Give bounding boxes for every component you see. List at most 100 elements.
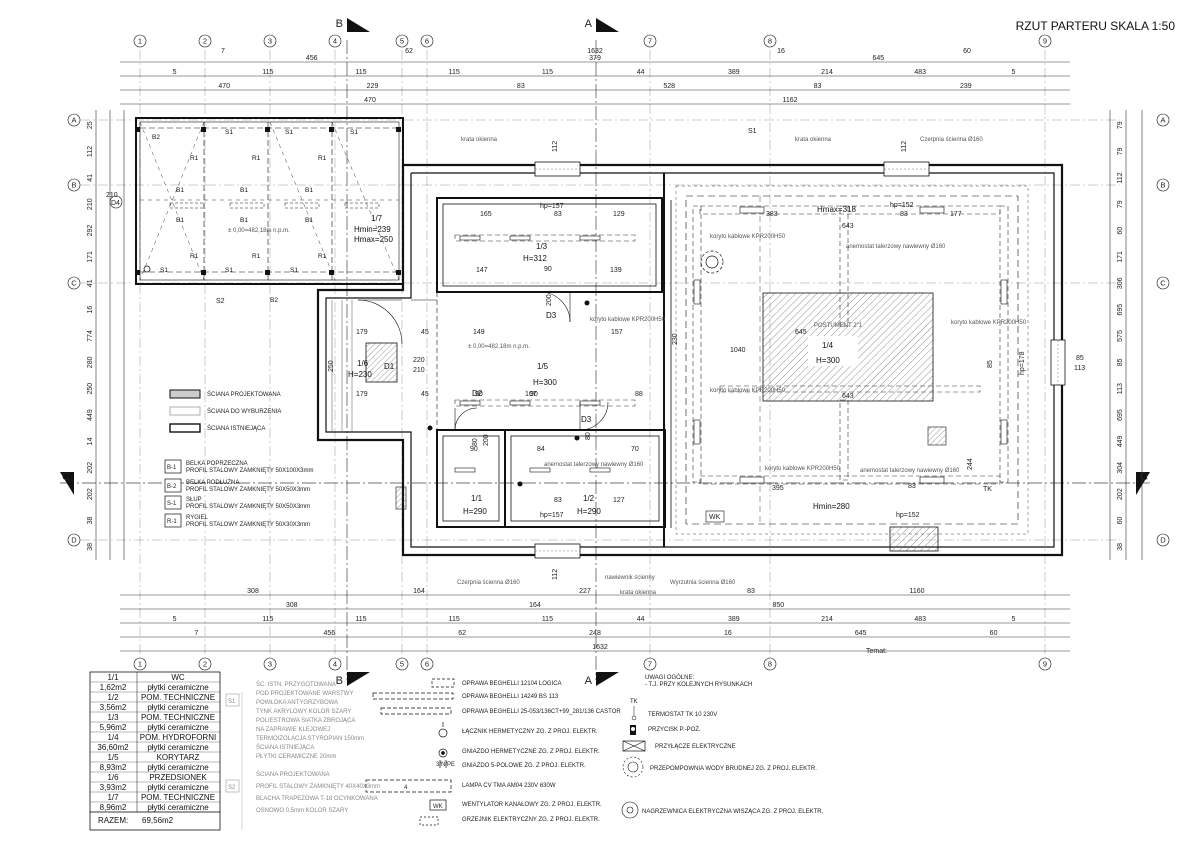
layer-s1-item: ŚCIANA ISTNIEJĄCA [256, 743, 314, 751]
heater-legend-symbol [621, 801, 639, 819]
layer-s2-item: BLACHA TRAPEZOWA T-18 OCYNKOWANA [256, 796, 378, 802]
room-1-4-h: H=300 [816, 356, 840, 365]
dim-210-b: 210 [106, 192, 118, 199]
dim-value: 5 [1011, 616, 1015, 623]
section-a-top: A [585, 18, 593, 30]
dim-value: 575 [1117, 330, 1124, 342]
dim-value: 449 [87, 409, 94, 421]
dim-value: 112 [87, 146, 94, 157]
dim-value: 483 [914, 616, 926, 623]
steel-b2-profile: PROFIL STALOWY ZAMKNIĘTY 50X50X3mm [186, 487, 310, 493]
dim-value: 695 [1117, 409, 1124, 421]
dim-value: 112 [1117, 172, 1124, 183]
grid-col-label: 2 [203, 660, 207, 669]
dim-179-a: 179 [356, 329, 368, 336]
svg-text:R1: R1 [318, 253, 327, 260]
dim-value: 83 [517, 83, 525, 90]
table-row-name: płytki ceramiczne [147, 783, 209, 792]
grid-col-circle [763, 657, 777, 671]
dim-value: 1632 [592, 644, 608, 651]
svg-text:B1: B1 [305, 187, 313, 194]
label-postument: POSTUMENT 2"1 [814, 323, 863, 329]
table-row-left: 1/1 [107, 673, 119, 682]
elec-legend-item: ŁĄCZNIK HERMETYCZNY ZG. Z PROJ. ELEKTR. [462, 729, 598, 735]
table-row-left: 1/6 [107, 773, 119, 782]
grid-col-circle [420, 34, 434, 48]
dim-value: 60 [1117, 516, 1124, 524]
door-d1: D1 [384, 362, 395, 371]
dim-643-top: 643 [842, 223, 854, 230]
dim-220: 220 [413, 357, 425, 364]
dim-value: 229 [367, 83, 379, 90]
hmax-318: Hmax=318 [817, 205, 856, 214]
dim-value: 1162 [782, 97, 797, 104]
dim-80-b: 80 [585, 432, 592, 440]
dim-value: 214 [821, 616, 833, 623]
dim-83-c: 83 [554, 497, 562, 504]
drain-symbols [427, 300, 590, 487]
door-d3-top: D3 [546, 311, 557, 320]
plan-texts: 1/7 Hmin=239 Hmax=250 1/3 H=312 1/6 H=23… [106, 128, 1085, 655]
dim-value: 449 [1117, 435, 1124, 447]
layer-s1-item: TERMOIZOLACJA STYROPIAN 150mm [256, 736, 364, 742]
layer-s2-item: OSNOWO 0,5mm KOLOR SZARY [256, 808, 348, 814]
grid-col-circle [133, 657, 147, 671]
label-wyrzutnia: Wyrzutnia ścienna Ø160 [670, 580, 736, 586]
dim-value: 62 [405, 48, 413, 55]
electric-connection-box [889, 526, 939, 552]
legend-wall-demolish: ŚCIANA DO WYBURZENIA [207, 407, 281, 415]
room-1-7-id: 1/7 [371, 214, 383, 223]
dim-value: 115 [542, 616, 553, 623]
grid-row-label: B [1160, 181, 1165, 190]
steel-b1-name: BELKA POPRZECZNA [186, 461, 248, 467]
dim-value: 308 [247, 588, 259, 595]
dim-85-right: 85 [1076, 355, 1084, 362]
label-krata-bottom: krata okienna [620, 590, 657, 596]
dim-200-a: 200 [546, 294, 553, 306]
door-d3-bottom: D3 [581, 415, 592, 424]
elec-symbols [365, 678, 455, 826]
dim-value: 60 [990, 630, 998, 637]
room-1-6-h: H=230 [348, 370, 372, 379]
layers-s2-tag: S2 [228, 785, 236, 791]
dim-value: 470 [218, 83, 230, 90]
dim-value: 79 [1117, 121, 1124, 129]
annex-drain [143, 265, 151, 273]
light-fixtures [454, 206, 1008, 484]
dim-127: 127 [613, 497, 625, 504]
label-krata-top-left: krata okienna [461, 137, 498, 143]
dim-value: 202 [1117, 488, 1124, 500]
dim-value: 171 [1117, 251, 1124, 263]
pump-box [927, 426, 947, 446]
label-koryto-5: koryto kablowe KPR200H50 [710, 388, 786, 394]
grid-col-circle [328, 657, 342, 671]
dim-177: 177 [950, 211, 962, 218]
table-row-left: 3,93m2 [100, 783, 127, 792]
main-walls [316, 163, 1064, 557]
dim-value: 164 [413, 588, 425, 595]
drawing-title: RZUT PARTERU SKALA 1:50 [1016, 19, 1176, 33]
dim-value: 202 [87, 488, 94, 500]
layer-s1-item: NA ZAPRAWIE KLEJOWEJ [256, 727, 330, 733]
section-a-bottom: A [585, 675, 593, 687]
table-row-name: POM. TECHNICZNE [141, 713, 215, 722]
dim-value: 62 [458, 630, 466, 637]
dim-112-bottom: 112 [552, 569, 559, 580]
table-row-name: KORYTARZ [157, 753, 200, 762]
table-row-left: 8,93m2 [100, 763, 127, 772]
grid-col-label: 6 [425, 37, 429, 46]
dimension-lines [95, 61, 1143, 652]
dim-value: 528 [663, 83, 675, 90]
dim-value: 115 [449, 616, 460, 623]
thermostat-tag: TK [983, 486, 992, 493]
dim-90-b: 90 [544, 266, 552, 273]
dim-88: 88 [635, 391, 643, 398]
dim-value: 1160 [909, 588, 924, 595]
dim-230: 230 [672, 333, 679, 345]
grid-row-label: C [71, 279, 77, 288]
hmin-280: Hmin=280 [813, 502, 850, 511]
